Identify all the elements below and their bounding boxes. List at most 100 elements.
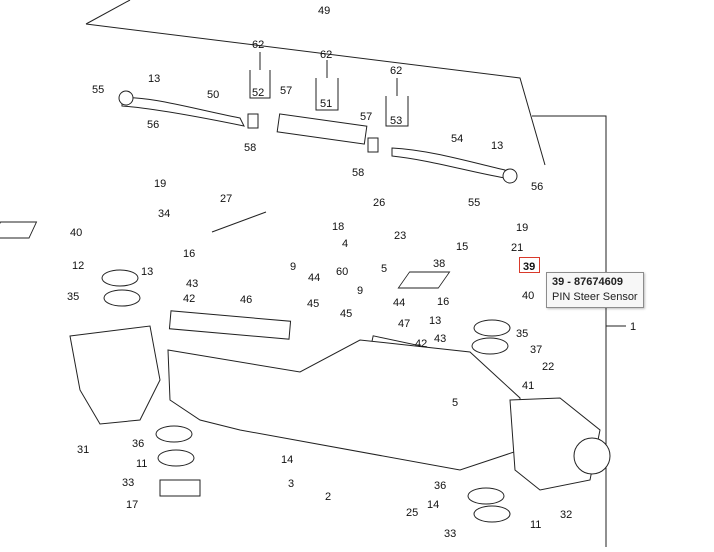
callout-13c[interactable]: 13 bbox=[141, 266, 153, 278]
callout-44b[interactable]: 44 bbox=[393, 297, 405, 309]
bracket-62a bbox=[249, 70, 271, 99]
cylinder-46 bbox=[168, 310, 292, 340]
callout-41[interactable]: 41 bbox=[522, 380, 534, 392]
callout-38[interactable]: 38 bbox=[433, 258, 445, 270]
ring-11b bbox=[473, 505, 511, 523]
clamp-53 bbox=[367, 137, 379, 153]
callout-5b[interactable]: 5 bbox=[452, 397, 458, 409]
callout-45b[interactable]: 45 bbox=[340, 308, 352, 320]
tube-51 bbox=[276, 113, 368, 145]
callout-44a[interactable]: 44 bbox=[308, 272, 320, 284]
callout-52[interactable]: 52 bbox=[252, 87, 264, 99]
callout-33a[interactable]: 33 bbox=[122, 477, 134, 489]
callout-17[interactable]: 17 bbox=[126, 499, 138, 511]
callout-53[interactable]: 53 bbox=[390, 115, 402, 127]
callout-3[interactable]: 3 bbox=[288, 478, 294, 490]
callout-39[interactable]: 39 bbox=[523, 261, 535, 273]
ring-11 bbox=[157, 449, 195, 467]
callout-49[interactable]: 49 bbox=[318, 5, 330, 17]
sensor-27 bbox=[211, 211, 267, 233]
callout-16a[interactable]: 16 bbox=[183, 248, 195, 260]
callout-35a[interactable]: 35 bbox=[67, 291, 79, 303]
ball-joint-right bbox=[502, 168, 518, 184]
axle-housing bbox=[167, 339, 521, 471]
clamp-52 bbox=[247, 113, 259, 129]
ball-joint-left bbox=[118, 90, 134, 106]
tooltip-part-number: 39 - 87674609 bbox=[552, 276, 623, 288]
callout-51[interactable]: 51 bbox=[320, 98, 332, 110]
callout-58a[interactable]: 58 bbox=[244, 142, 256, 154]
callout-27[interactable]: 27 bbox=[220, 193, 232, 205]
bracket-62b bbox=[315, 78, 339, 111]
callout-2[interactable]: 2 bbox=[325, 491, 331, 503]
callout-40a[interactable]: 40 bbox=[70, 227, 82, 239]
callout-18[interactable]: 18 bbox=[332, 221, 344, 233]
callout-47[interactable]: 47 bbox=[398, 318, 410, 330]
callout-14a[interactable]: 14 bbox=[281, 454, 293, 466]
callout-19b[interactable]: 19 bbox=[516, 222, 528, 234]
callout-58b[interactable]: 58 bbox=[352, 167, 364, 179]
tie-rod-right bbox=[391, 147, 506, 179]
callout-19a[interactable]: 19 bbox=[154, 178, 166, 190]
callout-57a[interactable]: 57 bbox=[280, 85, 292, 97]
callout-43a[interactable]: 43 bbox=[186, 278, 198, 290]
callout-54[interactable]: 54 bbox=[451, 133, 463, 145]
callout-57b[interactable]: 57 bbox=[360, 111, 372, 123]
callout-55a[interactable]: 55 bbox=[92, 84, 104, 96]
callout-25[interactable]: 25 bbox=[406, 507, 418, 519]
callout-15[interactable]: 15 bbox=[456, 241, 468, 253]
ring-35b bbox=[471, 337, 509, 355]
ring-36 bbox=[155, 425, 193, 443]
callout-60[interactable]: 60 bbox=[336, 266, 348, 278]
bracket-1 bbox=[532, 115, 607, 547]
callout-40b[interactable]: 40 bbox=[522, 290, 534, 302]
callout-62b[interactable]: 62 bbox=[320, 49, 332, 61]
callout-36b[interactable]: 36 bbox=[434, 480, 446, 492]
callout-42b[interactable]: 42 bbox=[415, 338, 427, 350]
callout-4[interactable]: 4 bbox=[342, 238, 348, 250]
callout-62c[interactable]: 62 bbox=[390, 65, 402, 77]
callout-16b[interactable]: 16 bbox=[437, 296, 449, 308]
callout-21[interactable]: 21 bbox=[511, 242, 523, 254]
bracket-49-right bbox=[85, 23, 546, 166]
hub-32 bbox=[573, 437, 611, 475]
knuckle-31 bbox=[69, 325, 161, 425]
callout-56b[interactable]: 56 bbox=[531, 181, 543, 193]
callout-5a[interactable]: 5 bbox=[381, 263, 387, 275]
callout-1[interactable]: 1 bbox=[630, 321, 636, 333]
plate-38 bbox=[397, 271, 451, 289]
callout-12[interactable]: 12 bbox=[72, 260, 84, 272]
callout-37[interactable]: 37 bbox=[530, 344, 542, 356]
callout-42a[interactable]: 42 bbox=[183, 293, 195, 305]
highlight-box-39[interactable] bbox=[519, 257, 540, 273]
callout-13a[interactable]: 13 bbox=[148, 73, 160, 85]
callout-9b[interactable]: 9 bbox=[357, 285, 363, 297]
ring-35 bbox=[103, 289, 141, 307]
callout-26[interactable]: 26 bbox=[373, 197, 385, 209]
callout-11b[interactable]: 11 bbox=[530, 519, 541, 531]
tie-rod-left bbox=[121, 97, 245, 127]
callout-32[interactable]: 32 bbox=[560, 509, 572, 521]
callout-62a[interactable]: 62 bbox=[252, 39, 264, 51]
callout-9a[interactable]: 9 bbox=[290, 261, 296, 273]
callout-14b[interactable]: 14 bbox=[427, 499, 439, 511]
callout-34[interactable]: 34 bbox=[158, 208, 170, 220]
callout-22[interactable]: 22 bbox=[542, 361, 554, 373]
callout-36a[interactable]: 36 bbox=[132, 438, 144, 450]
callout-33b[interactable]: 33 bbox=[444, 528, 456, 540]
bracket-62c bbox=[385, 96, 409, 127]
callout-11a[interactable]: 11 bbox=[136, 458, 147, 470]
callout-46[interactable]: 46 bbox=[240, 294, 252, 306]
callout-43b[interactable]: 43 bbox=[434, 333, 446, 345]
callout-31[interactable]: 31 bbox=[77, 444, 89, 456]
callout-56a[interactable]: 56 bbox=[147, 119, 159, 131]
callout-23[interactable]: 23 bbox=[394, 230, 406, 242]
callout-13b[interactable]: 13 bbox=[491, 140, 503, 152]
callout-35b[interactable]: 35 bbox=[516, 328, 528, 340]
callout-50[interactable]: 50 bbox=[207, 89, 219, 101]
callout-55b[interactable]: 55 bbox=[468, 197, 480, 209]
callout-45a[interactable]: 45 bbox=[307, 298, 319, 310]
callout-13d[interactable]: 13 bbox=[429, 315, 441, 327]
